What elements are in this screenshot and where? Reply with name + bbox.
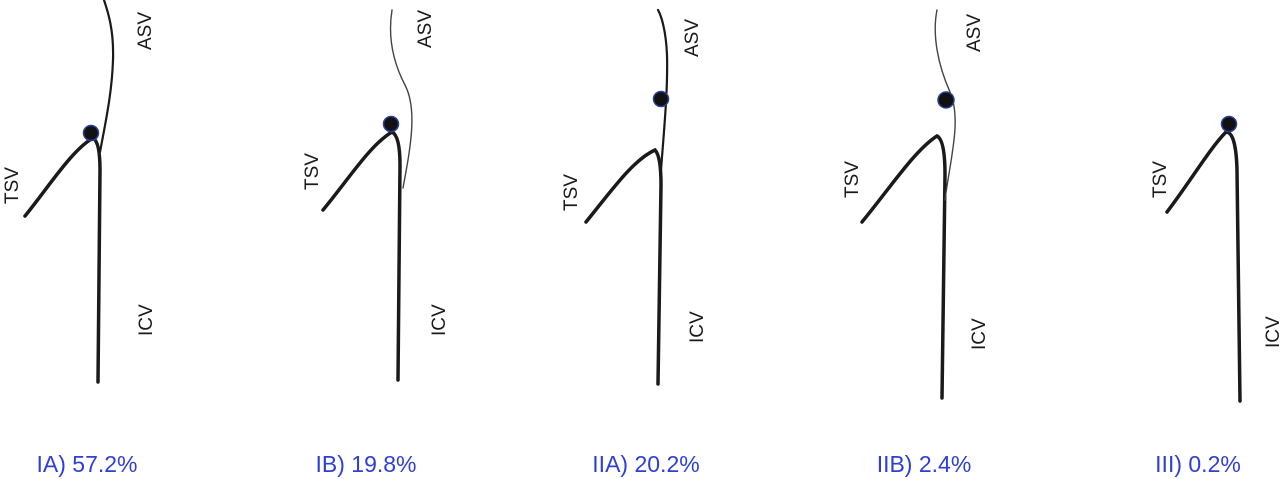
- icv-label: ICV: [687, 311, 708, 343]
- icv-label: ICV: [1263, 316, 1280, 348]
- icv-label: ICV: [136, 304, 157, 336]
- tsv-label: TSV: [1150, 161, 1171, 198]
- panel-iia: TSV ASV ICV: [561, 8, 708, 386]
- panel-ia: TSV ASV ICV: [2, 0, 157, 384]
- tsv-vein: [321, 130, 402, 382]
- valve-dot: [937, 91, 955, 109]
- tsv-label: TSV: [842, 161, 863, 198]
- panel-iii: TSV ICV: [1150, 115, 1280, 403]
- panel-iib: TSV ASV ICV: [842, 9, 990, 400]
- icv-label: ICV: [429, 304, 450, 336]
- valve-dot: [82, 124, 100, 142]
- tsv-label: TSV: [561, 174, 582, 211]
- asv-label: ASV: [964, 14, 985, 52]
- asv-vein: [934, 9, 956, 201]
- asv-vein: [389, 9, 413, 189]
- tsv-vein: [1165, 130, 1242, 403]
- valve-dot: [382, 115, 400, 133]
- tsv-label: TSV: [302, 153, 323, 190]
- caption-iia: IIA) 20.2%: [592, 451, 699, 477]
- asv-vein: [98, 0, 115, 154]
- caption-ib: IB) 19.8%: [316, 451, 417, 477]
- tsv-vein: [860, 133, 947, 400]
- asv-label: ASV: [682, 19, 703, 57]
- tsv-label: TSV: [2, 167, 23, 204]
- valve-dot: [652, 90, 670, 108]
- tsv-vein: [584, 147, 663, 386]
- caption-iii: III) 0.2%: [1155, 451, 1241, 477]
- caption-ia: IA) 57.2%: [37, 451, 138, 477]
- asv-label: ASV: [135, 12, 156, 50]
- caption-iib: IIB) 2.4%: [877, 451, 972, 477]
- icv-label: ICV: [969, 318, 990, 350]
- valve-dot: [1220, 115, 1238, 133]
- asv-vein: [656, 8, 669, 172]
- panel-ib: TSV ASV ICV: [302, 9, 450, 382]
- tsv-vein: [23, 135, 102, 384]
- asv-label: ASV: [415, 10, 436, 48]
